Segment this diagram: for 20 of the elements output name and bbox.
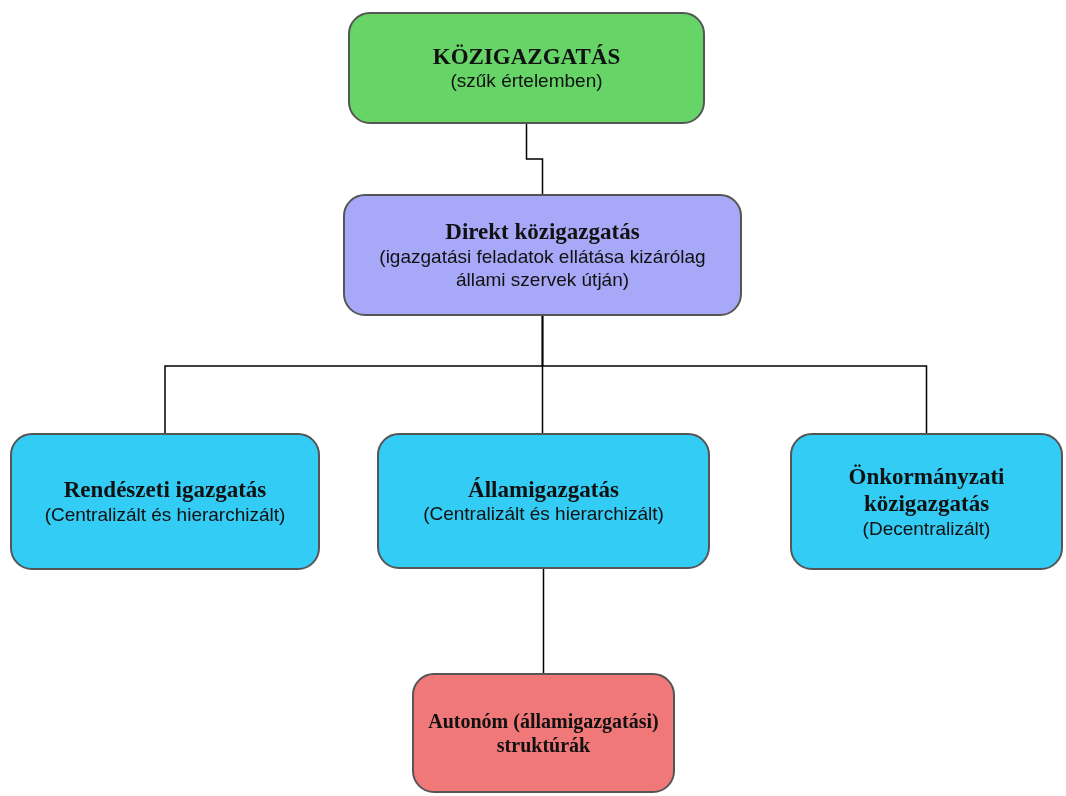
node-heading: Rendészeti igazgatás	[63, 476, 267, 504]
process-box	[10, 433, 320, 570]
node-heading: KÖZIGAZGATÁS	[432, 42, 621, 71]
node-description: (Centralizált és hierarchizált)	[423, 503, 664, 527]
connector-line	[542, 568, 545, 674]
process-box	[343, 194, 742, 316]
node-heading: Államigazgatás	[468, 475, 619, 504]
node-heading: Önkormányzati közigazgatás	[847, 462, 1006, 518]
node-description: (igazgatási feladatok ellátása kizárólag állami szervek útján)	[378, 246, 707, 292]
title-box	[348, 12, 705, 124]
process-box	[377, 433, 710, 569]
connector-line	[525, 123, 544, 195]
node-description: (szűk értelemben)	[450, 70, 603, 94]
process-box	[790, 433, 1063, 570]
connector-line	[541, 315, 928, 434]
node-description: (Decentralizált)	[862, 517, 991, 541]
node-heading: Autonóm (államigazgatási) struktúrák	[427, 709, 660, 757]
node-description: (Centralizált és hierarchizált)	[44, 503, 286, 527]
node-heading: Direkt közigazgatás	[445, 218, 640, 246]
process-box	[412, 673, 675, 793]
